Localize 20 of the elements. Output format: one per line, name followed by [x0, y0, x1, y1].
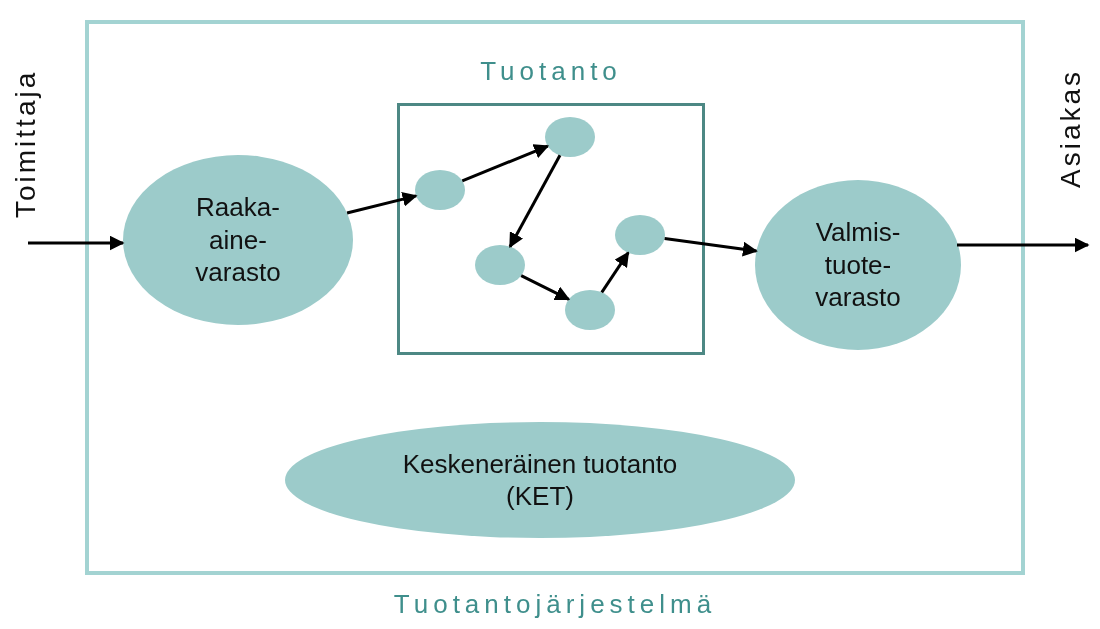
arrow: [520, 274, 571, 301]
arrow: [600, 251, 630, 294]
arrow: [664, 236, 758, 257]
heading: Tuotanto: [479, 56, 623, 87]
node-label: Raaka- aine- varasto: [194, 191, 282, 289]
arrow: [346, 191, 418, 215]
node-label: Keskeneräinen tuotanto (KET): [401, 447, 679, 513]
heading: Tuotantojärjestelmä: [392, 589, 718, 620]
step-circle: [415, 170, 465, 210]
side-label: Asiakas: [1055, 68, 1087, 188]
side-label: Toimittaja: [10, 69, 42, 218]
arrow: [957, 237, 1090, 253]
step-circle: [475, 245, 525, 285]
step-circle: [615, 215, 665, 255]
node-label: Valmis- tuote- varasto: [814, 216, 902, 314]
arrow: [28, 235, 125, 251]
arrow: [461, 144, 550, 183]
arrow: [508, 154, 562, 248]
step-circle: [565, 290, 615, 330]
step-circle: [545, 117, 595, 157]
